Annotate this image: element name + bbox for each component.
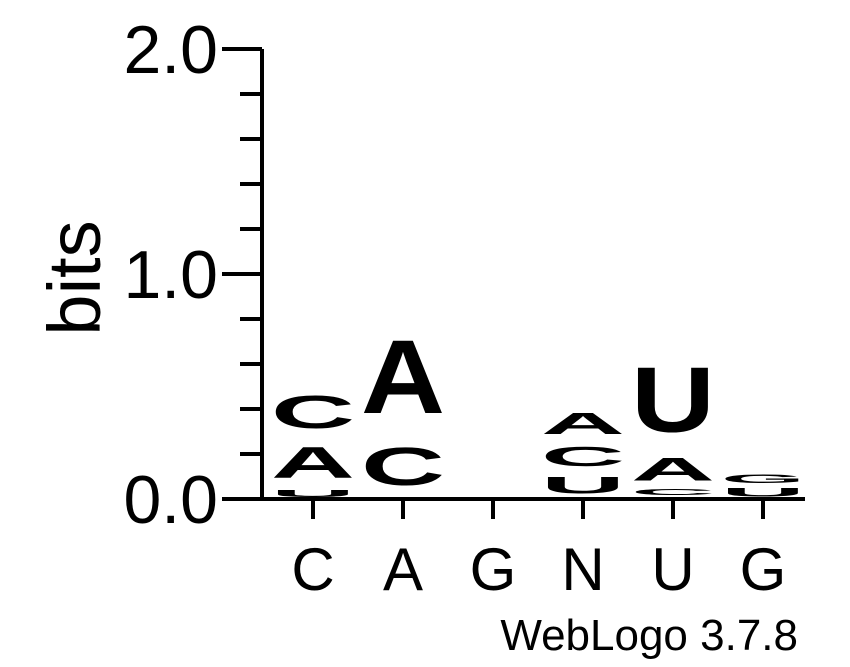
logo-letter-G: G xyxy=(631,497,715,499)
position-stack: UCA xyxy=(541,407,625,499)
y-axis: 0.0 1.0 2.0 xyxy=(123,12,264,538)
x-tick-label: G xyxy=(740,536,787,603)
logo-letter-U: U xyxy=(721,485,805,499)
logo-letter-C: C xyxy=(631,488,715,497)
logo-letter-C: C xyxy=(271,386,355,438)
y-tick-label: 0.0 xyxy=(123,462,218,538)
position-stack: UCA xyxy=(361,319,445,499)
logo-letter-C: C xyxy=(361,436,445,496)
logo-letter-A: A xyxy=(361,319,445,435)
logo-letter-A: A xyxy=(271,438,355,488)
logo-letter-U: U xyxy=(541,472,625,499)
weblogo-credit: WebLogo 3.7.8 xyxy=(500,611,798,660)
logo-letter-U: U xyxy=(631,349,715,452)
logo-letter-U: U xyxy=(271,488,355,499)
x-tick-label: G xyxy=(470,536,517,603)
x-tick-label: C xyxy=(291,536,334,603)
logo-letter-C: C xyxy=(541,440,625,472)
position-stack: UG xyxy=(721,472,805,499)
x-tick-label: N xyxy=(561,536,604,603)
y-tick-label: 1.0 xyxy=(123,237,218,313)
logo-letter-A: A xyxy=(541,407,625,441)
y-tick-label: 2.0 xyxy=(123,12,218,88)
logo-letter-U: U xyxy=(361,497,445,499)
y-axis-label: bits xyxy=(33,220,116,335)
logo-letter-G: G xyxy=(721,472,805,485)
logo-letter-A: A xyxy=(631,452,715,488)
x-tick-label: U xyxy=(651,536,694,603)
position-stack: UAC xyxy=(271,386,355,499)
x-tick-label: A xyxy=(383,536,423,603)
